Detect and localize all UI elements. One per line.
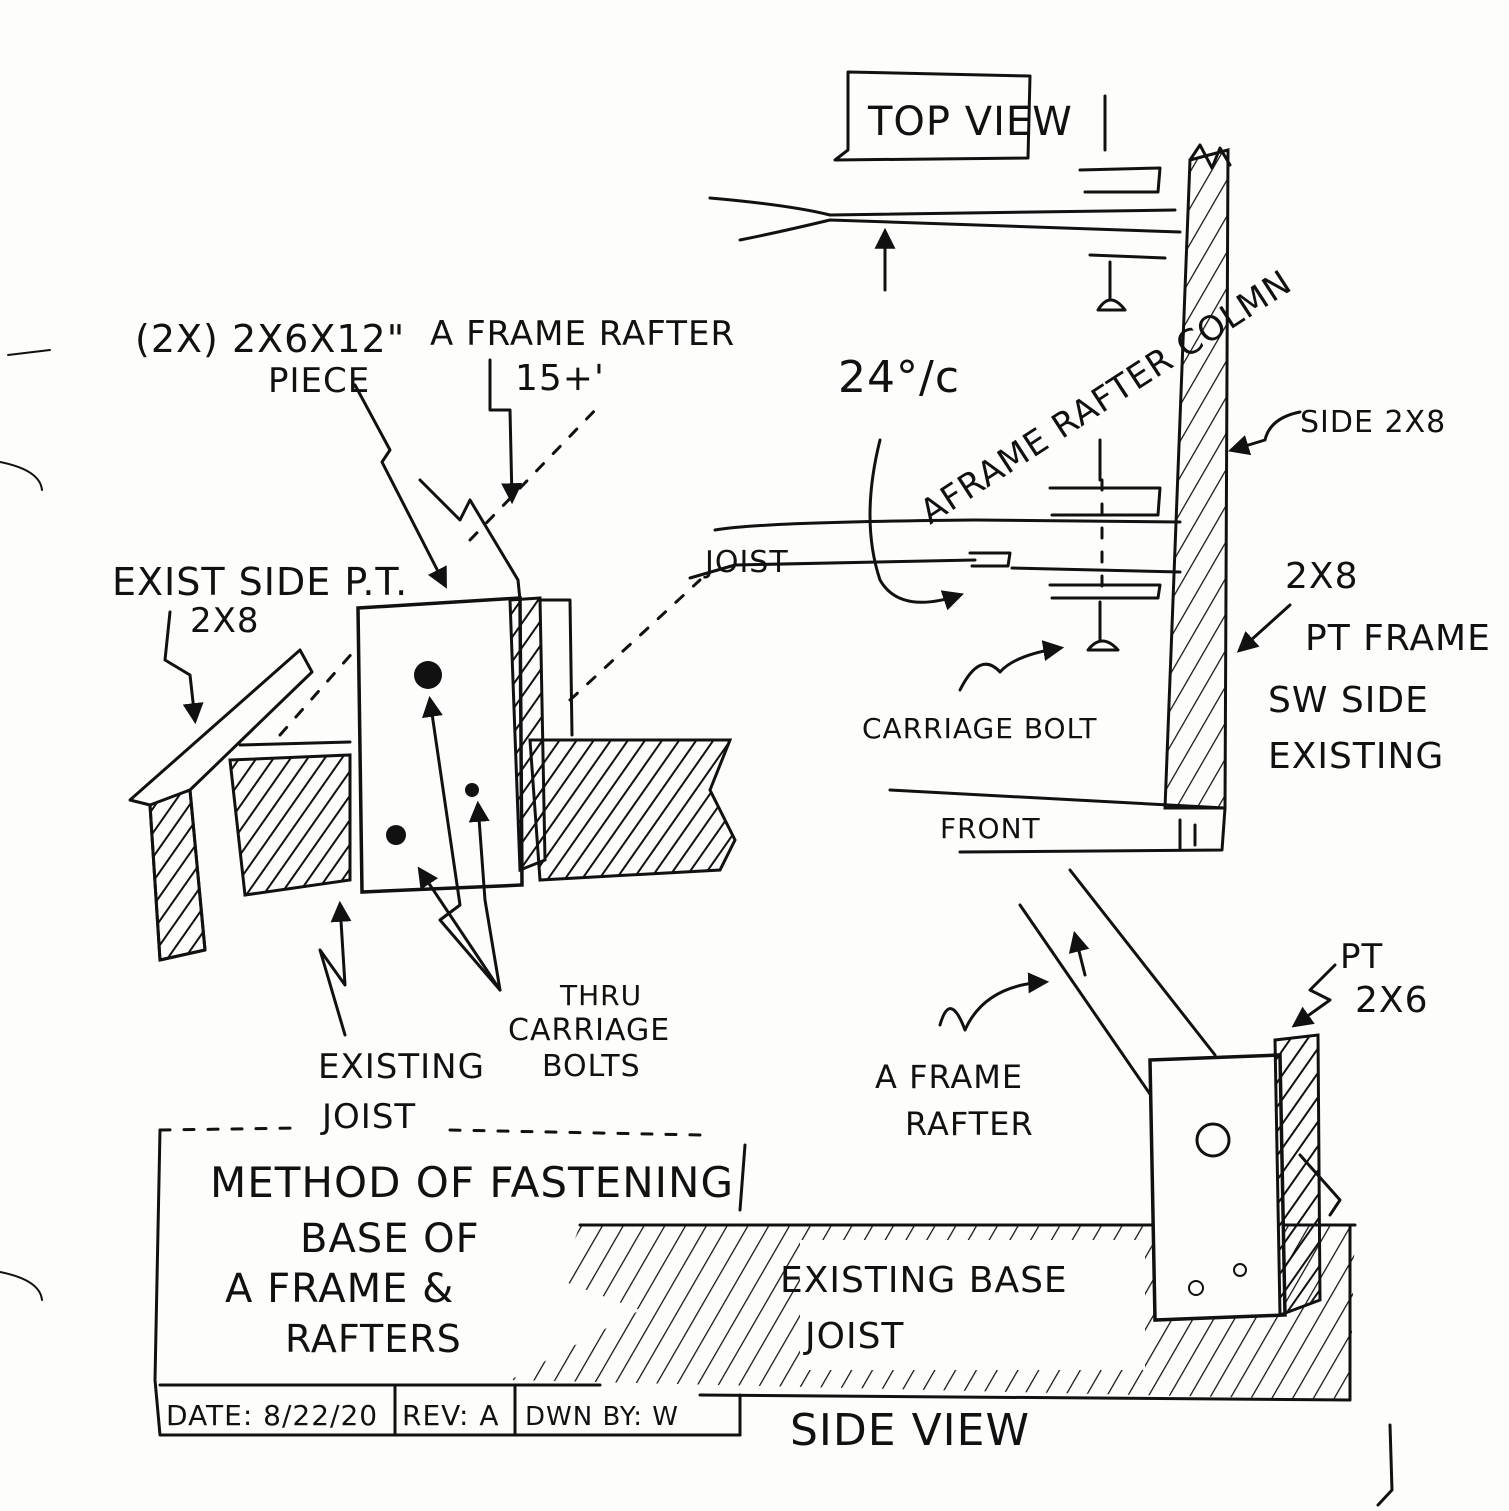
top-view-label: TOP VIEW [867,99,1073,145]
thru-bolts-label: THRU [559,979,642,1012]
existing-joist-label: EXISTING [318,1047,485,1087]
side-bolt-low-1 [1188,1280,1204,1296]
carriage-bolt-leader [958,640,1065,692]
front-base [888,788,1227,854]
carriage-bolt-label: CARRIAGE BOLT [862,712,1097,745]
rafter-length-leader [488,358,523,505]
exist-side-label: EXIST SIDE P.T. [112,560,408,604]
existing-joist-block [228,740,352,897]
existing-base-joist-label: EXISTING BASE [780,1260,1068,1301]
existing-base-joist [510,1223,1357,1402]
rev-field: REV: A [402,1399,500,1432]
margin-tick [7,349,51,356]
side-2x8-label: SIDE 2X8 [1300,405,1446,440]
thru-bolts-leader-2 [468,800,502,992]
rafter-top-break [418,478,522,602]
aframe-rafter-label: A FRAME [875,1058,1023,1096]
side-view-plate [1148,1033,1342,1322]
exist-side-label-2: 2X8 [190,601,260,641]
existing-joist-leader [318,900,352,1037]
pt-2x6-label: PT [1340,937,1383,977]
front-label: FRONT [940,812,1041,845]
binder-hole-bottom [0,1271,43,1301]
title-line-1: METHOD OF FASTENING [210,1158,734,1207]
joist-bolt [968,438,1162,652]
joist-plan [688,518,1182,580]
piece-leader [353,383,447,589]
slope-arrow [868,438,964,611]
binder-hole-top [0,461,43,491]
pt-frame-label: PT FRAME [1305,618,1491,659]
aframe-rafter-column-label: AFRAME RAFTER COLMN [913,262,1299,532]
joist-side-block [528,598,737,882]
side-rafter-arrow [1068,930,1090,977]
top-view-tag: TOP VIEW [833,70,1073,162]
existing-base-joist-label-2: JOIST [803,1316,904,1357]
aframe-rafter-length-label: A FRAME RAFTER [430,314,735,354]
thru-bolts-leader-3 [417,866,502,992]
thru-bolts-label-2: CARRIAGE [508,1013,670,1048]
thru-bolts-label-3: BOLTS [542,1049,641,1084]
side-bolt-top [1195,1122,1231,1158]
side-2x8-leader [1227,410,1302,456]
edge-mark [1376,1423,1394,1507]
existing-joist-label-2: JOIST [320,1097,416,1137]
title-block [153,1126,747,1437]
aframe-rafter-leader [938,972,1050,1032]
bolt-hole-low [386,825,406,845]
sw-side-label: SW SIDE [1268,680,1429,721]
piece-label: (2X) 2X6X12" [135,317,405,361]
pt-2x6-label-2: 2X6 [1355,980,1428,1021]
date-field: DATE: 8/22/20 [166,1399,378,1432]
pt-frame-leader [1236,603,1292,653]
slope-label: 24°/c [838,352,960,403]
exist-side-leader [163,610,204,725]
title-line-2: BASE OF [300,1216,480,1262]
top-beam [708,196,1177,217]
piece-label-2: PIECE [268,361,370,401]
top-beam-lower [738,218,1182,242]
aframe-rafter-label-2: RAFTER [905,1105,1034,1143]
detail-projection-line-2 [278,648,357,737]
pt-2x6-leader [1291,963,1337,1028]
rafter-centerline [468,403,602,542]
detail-projection-line [568,578,702,702]
side-bolt-low-2 [1233,1263,1247,1277]
bolt-hole-top [414,661,442,689]
exist-side-board [128,648,314,962]
top-bolt [1078,94,1167,312]
drawn-by-field: DWN BY: W [525,1402,679,1432]
side-view-label: SIDE VIEW [790,1405,1030,1456]
bolt-hole-mid [465,783,479,797]
title-line-4: RAFTERS [285,1317,462,1361]
column-wall [1163,143,1232,810]
title-line-3: A FRAME & [225,1266,454,1312]
joist-label: JOIST [703,545,789,580]
existing-label: EXISTING [1268,736,1444,777]
two-by-eight-label: 2X8 [1285,556,1358,597]
aframe-rafter-length-label-2: 15+' [515,358,605,399]
